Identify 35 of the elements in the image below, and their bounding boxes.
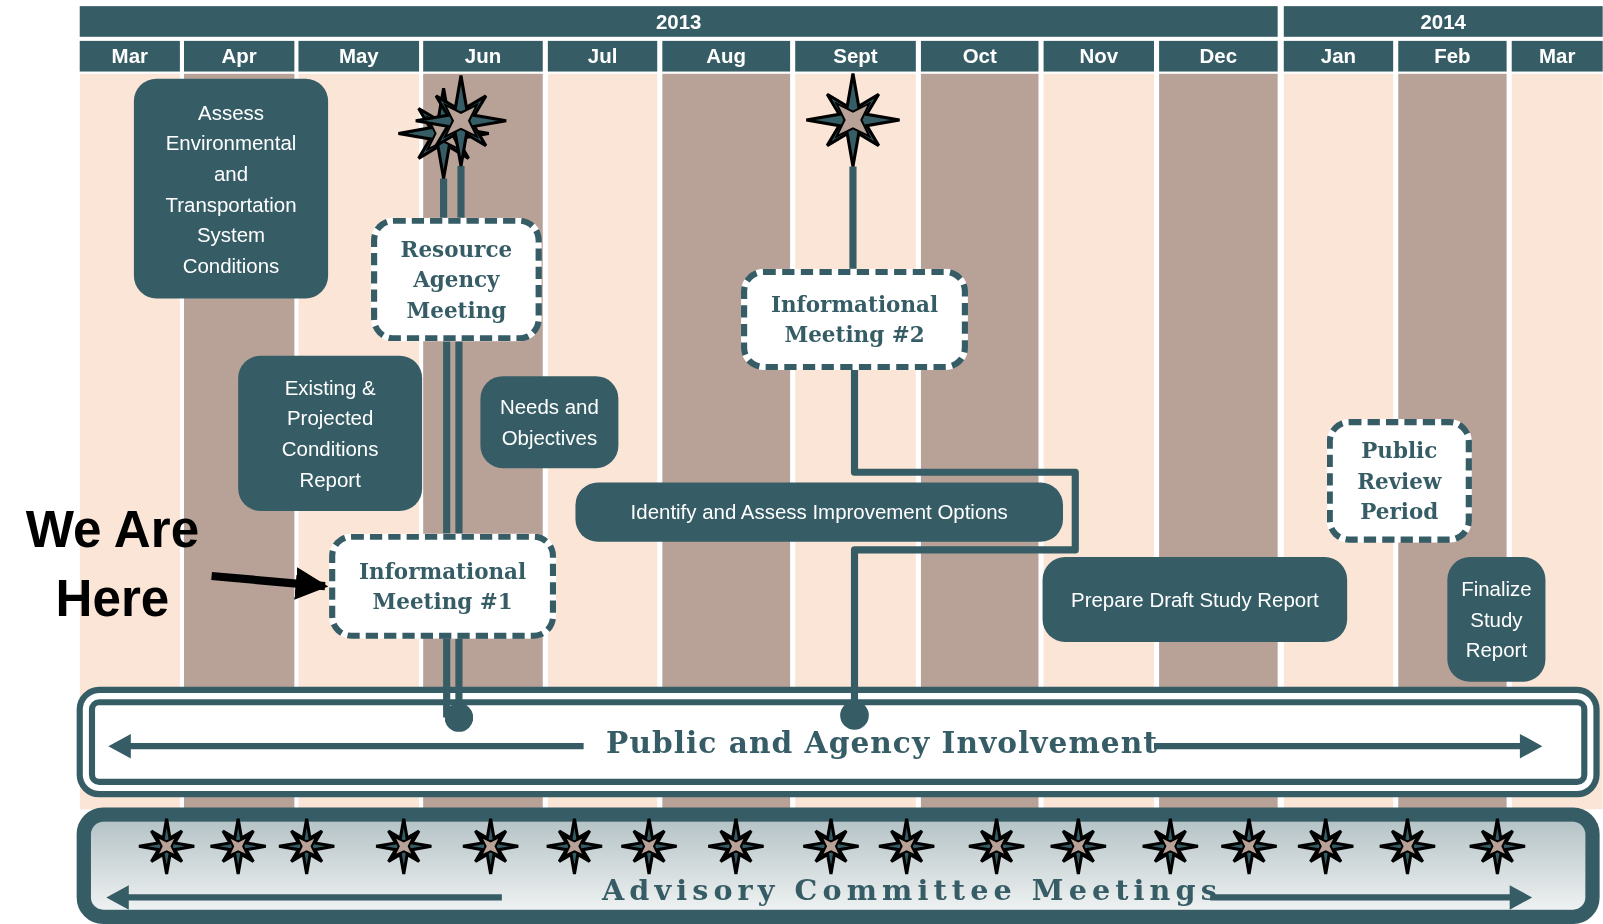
arrow — [211, 567, 329, 600]
connector-line — [840, 370, 1079, 730]
connector-line — [457, 165, 465, 218]
meeting-box: Informational Meeting #1 — [329, 533, 557, 639]
connector-line — [849, 166, 857, 269]
month-header: May — [298, 40, 420, 72]
month-header: Oct — [920, 40, 1039, 72]
committee-band — [76, 807, 1600, 924]
month-header: Dec — [1159, 40, 1278, 72]
meeting-box: Resource Agency Meeting — [371, 217, 542, 342]
month-header: Sept — [795, 40, 916, 72]
meeting-box: Informational Meeting #2 — [741, 268, 968, 370]
band-title: Advisory Committee Meetings — [602, 873, 1222, 908]
month-header: Feb — [1398, 40, 1507, 72]
task-box: Prepare Draft Study Report — [1042, 557, 1348, 642]
year-header: 2014 — [1283, 6, 1603, 37]
month-header: Aug — [662, 40, 791, 72]
year-header: 2013 — [79, 6, 1278, 37]
callout-text: We Are Here — [5, 492, 220, 636]
task-box: Needs and Objectives — [480, 376, 619, 469]
month-header: Jan — [1283, 40, 1394, 72]
month-header: Apr — [184, 40, 295, 72]
month-header: Nov — [1043, 40, 1154, 72]
meeting-box: Public Review Period — [1326, 419, 1472, 543]
month-header: Mar — [79, 40, 180, 72]
task-box: Identify and Assess Improvement Options — [575, 482, 1063, 542]
task-box: Finalize Study Report — [1447, 557, 1546, 682]
involvement-band — [76, 686, 1600, 798]
month-header: Mar — [1511, 40, 1603, 72]
month-header: Jul — [547, 40, 658, 72]
month-header: Jun — [423, 40, 543, 72]
task-box: Assess Environmental and Transportation System Conditions — [133, 78, 329, 299]
connector-line — [440, 178, 448, 218]
band-title: Public and Agency Involvement — [606, 725, 1158, 761]
task-box: Existing & Projected Conditions Report — [238, 355, 423, 512]
